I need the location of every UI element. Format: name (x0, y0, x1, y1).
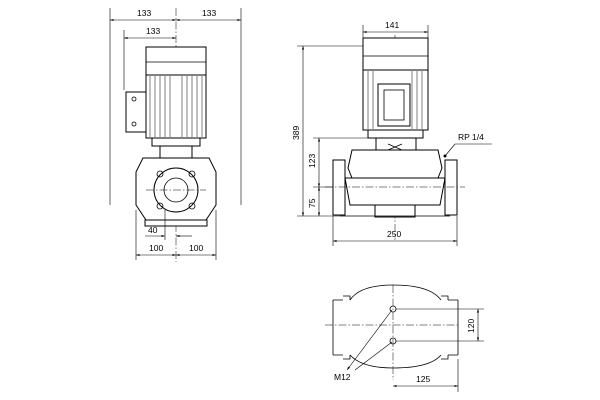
dim-side-overall-height-label: 389 (291, 126, 301, 140)
front-pump-housing (135, 145, 217, 227)
dim-top-bolt-offset (393, 359, 459, 392)
dim-front-motor-width-label: 133 (146, 26, 160, 36)
dim-front-top (109, 8, 242, 205)
side-view: 141 389 123 75 250 RP 1/4 (291, 20, 492, 246)
dim-front-port-offset-label: 40 (148, 225, 158, 235)
dim-front-bottom (135, 210, 217, 260)
side-motor (362, 37, 429, 151)
side-pump-housing (325, 149, 465, 218)
dim-side-base-height-label: 75 (307, 198, 317, 208)
dim-front-bottom-left: 100 (149, 243, 163, 253)
dim-top-bolt-spacing-label: 120 (466, 319, 476, 333)
dim-front-bottom-right: 100 (189, 243, 203, 253)
dim-side-pipe-axis-height-label: 123 (307, 154, 317, 168)
dim-side-port-to-port-label: 250 (387, 229, 401, 239)
vent-label: RP 1/4 (458, 132, 484, 142)
top-view: 120 125 M12 (325, 284, 484, 392)
dim-front-port-offset (145, 210, 192, 240)
dim-front-top-right: 133 (202, 8, 216, 18)
front-view: 133 133 133 40 100 100 (109, 8, 242, 262)
dim-side-motor-width (362, 25, 429, 40)
dim-side-motor-width-label: 141 (385, 20, 399, 30)
dim-side-pipe-axis-height (313, 137, 368, 188)
dim-front-top-left: 133 (137, 8, 151, 18)
dim-side-port-to-port (332, 216, 458, 246)
bolt-label: M12 (334, 372, 351, 382)
vent-leader (443, 143, 492, 158)
top-center-lines (325, 285, 460, 380)
dim-top-bolt-offset-label: 125 (416, 374, 430, 384)
top-base-outline (332, 284, 459, 369)
bolt-leader (346, 309, 393, 371)
front-motor (125, 46, 207, 147)
dim-top-bolt-spacing (396, 308, 484, 342)
dim-front-motor-width (123, 30, 176, 90)
